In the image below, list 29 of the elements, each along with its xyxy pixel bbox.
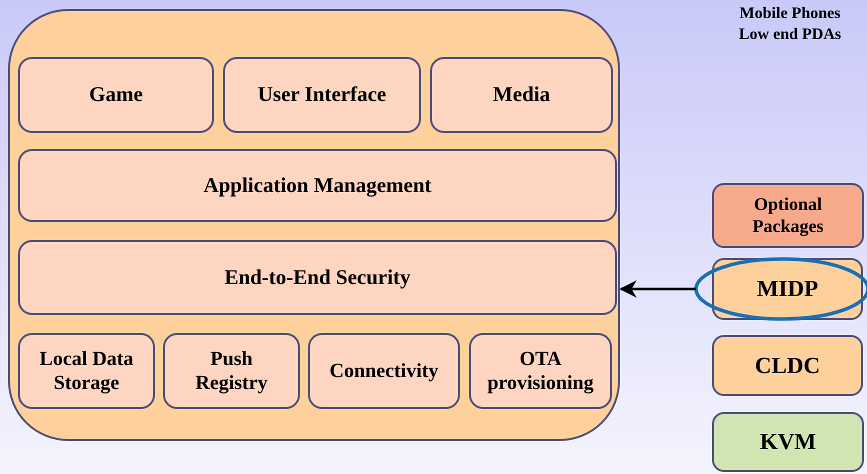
layer-label: KVM — [758, 428, 818, 456]
layer-label: End-to-End Security — [223, 264, 412, 290]
layer-label: CLDC — [754, 352, 822, 380]
layer-box — [163, 333, 300, 409]
layer-box — [18, 149, 617, 222]
layer-label: Optional Packages — [752, 194, 824, 238]
layer-label: Local Data Storage — [38, 347, 134, 395]
container-box — [8, 9, 620, 441]
layer-label: Media — [492, 82, 552, 108]
layer-box — [18, 333, 155, 409]
layer-box — [712, 412, 864, 472]
device-label: Mobile Phones — [738, 5, 842, 23]
layer-label: User Interface — [256, 82, 388, 108]
layer-box — [18, 240, 617, 315]
layer-box — [712, 183, 864, 248]
layer-label: MIDP — [756, 275, 820, 303]
layer-box — [18, 57, 214, 133]
device-label: Low end PDAs — [738, 26, 842, 44]
layer-box — [308, 333, 460, 409]
layer-label: Application Management — [202, 172, 433, 198]
layer-box — [712, 335, 863, 396]
layer-label: OTA provisioning — [486, 347, 595, 395]
layer-box — [430, 57, 613, 133]
arrow — [619, 280, 696, 298]
layer-label: Push Registry — [194, 347, 269, 395]
layer-box — [469, 333, 612, 409]
layer-label: Connectivity — [328, 359, 440, 383]
layer-label: Game — [88, 82, 144, 108]
layer-box — [223, 57, 421, 133]
